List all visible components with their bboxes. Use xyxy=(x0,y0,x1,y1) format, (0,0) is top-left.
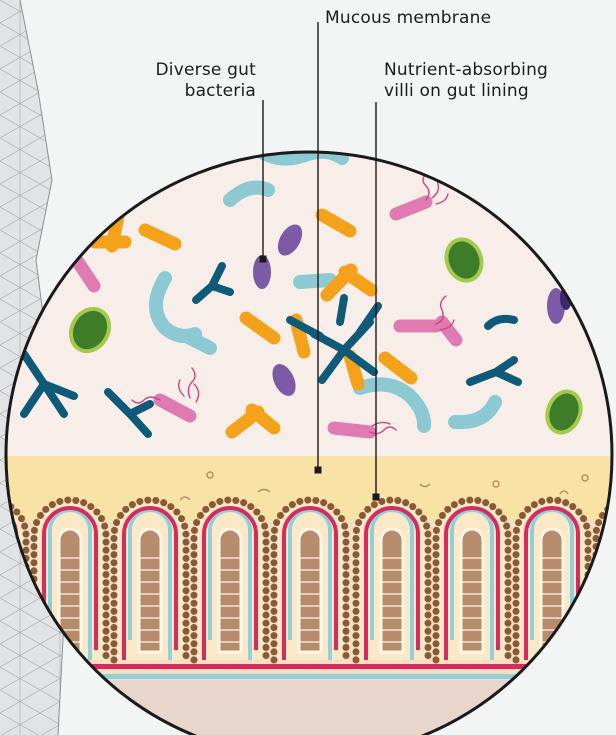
villi-label: Nutrient-absorbing villi on gut lining xyxy=(384,60,548,102)
villus-core xyxy=(219,529,241,652)
villus-core xyxy=(461,529,483,652)
gut-bacteria-label-line1: Diverse gut xyxy=(130,60,256,81)
mucous-leader-dot xyxy=(315,467,322,474)
villi-label-line2: villi on gut lining xyxy=(384,81,548,102)
bacteria-leader-dot xyxy=(260,256,267,263)
gut-bacteria-label: Diverse gut bacteria xyxy=(130,60,256,102)
magnified-view xyxy=(0,140,616,735)
villus-epithelium xyxy=(596,500,616,660)
gut-lumen xyxy=(0,140,616,460)
villi-leader-dot xyxy=(373,494,380,501)
base-band xyxy=(0,680,616,735)
villi-group xyxy=(0,500,616,660)
flagellated-bacterium-icon xyxy=(334,428,370,432)
villus-core xyxy=(299,529,321,652)
villi-label-line1: Nutrient-absorbing xyxy=(384,60,548,81)
villus-artery xyxy=(606,508,616,660)
villus-core xyxy=(381,529,403,652)
mucous-membrane-label: Mucous membrane xyxy=(325,8,491,29)
rod-bacterium-icon xyxy=(300,280,330,282)
villus-vein xyxy=(612,510,616,660)
rod-bacterium-icon xyxy=(190,338,210,348)
vein-band xyxy=(0,674,616,679)
villus-core xyxy=(139,529,161,652)
gut-bacteria-label-line2: bacteria xyxy=(130,81,256,102)
